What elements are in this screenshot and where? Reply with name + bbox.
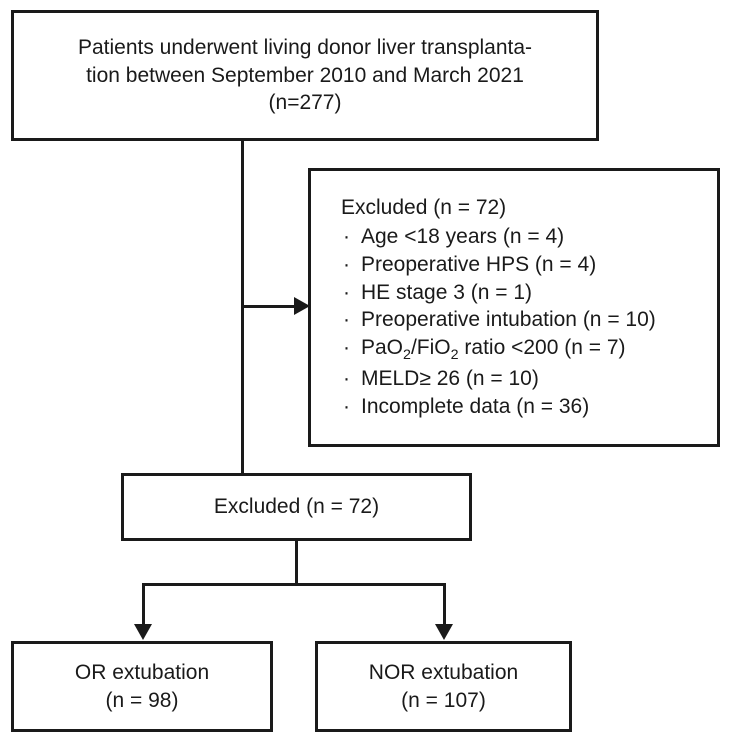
connector-split-trunk [295,541,298,586]
list-item: · Incomplete data (n = 36) [341,393,656,421]
subscript-2-fio2: 2 [450,347,459,364]
enrolled-line-2: tion between September 2010 and March 20… [86,63,524,87]
bullet-icon: · [343,225,350,249]
nor-group-line-1: NOR extubation [368,660,519,684]
list-item: · HE stage 3 (n = 1) [341,279,656,307]
excluded-reason-list: · Age <18 years (n = 4) · Preoperative HPS… [341,223,656,420]
reason-text: Preoperative intubation (n = 10) [361,308,656,332]
reason-text: HE stage 3 (n = 1) [361,280,533,304]
or-group-line-1: OR extubation [74,660,210,684]
node-enrolled-cohort: Patients underwent living donor liver tr… [11,10,599,141]
list-item: · Preoperative HPS (n = 4) [341,251,656,279]
bullet-icon: · [343,280,350,304]
excluded-summary-label: Excluded (n = 72) [213,495,380,519]
bullet-icon: · [343,308,350,332]
arrowhead-nor-group [435,624,453,640]
connector-split-left [142,583,145,630]
excluded-detail-title: Excluded (n = 72) [341,196,507,220]
enrolled-line-3: (n=277) [268,91,342,115]
nor-group-line-2: (n = 107) [401,688,486,712]
or-group-line-2: (n = 98) [105,688,179,712]
bullet-icon: · [343,367,350,391]
reason-text: Age <18 years (n = 4) [361,225,565,249]
reason-text: Preoperative HPS (n = 4) [361,252,597,276]
node-excluded-detail: Excluded (n = 72) · Age <18 years (n = 4)… [308,168,720,447]
node-excluded-summary: Excluded (n = 72) [121,473,472,541]
arrowhead-excluded-branch [294,297,310,315]
connector-excluded-branch [241,305,296,308]
enrolled-line-1: Patients underwent living donor liver tr… [77,35,533,59]
reason-text-mid: /FiO [410,336,451,360]
list-item: · Preoperative intubation (n = 10) [341,306,656,334]
reason-text-after: ratio <200 (n = 7) [458,336,626,360]
bullet-icon: · [343,336,350,360]
reason-text-pao2: PaO [361,336,404,360]
list-item: · Age <18 years (n = 4) [341,223,656,251]
node-or-extubation: OR extubation (n = 98) [11,641,273,732]
list-item: ·PaO2/FiO2 ratio <200 (n = 7) [341,334,656,365]
bullet-icon: · [343,252,350,276]
subscript-2-pao2: 2 [403,347,411,364]
list-item: · MELD≥ 26 (n = 10) [341,365,656,393]
bullet-icon: · [343,394,350,418]
connector-split-crossbar [142,583,446,586]
node-nor-extubation: NOR extubation (n = 107) [315,641,572,732]
reason-text: Incomplete data (n = 36) [361,394,590,418]
connector-split-right [443,583,446,630]
reason-text: MELD≥ 26 (n = 10) [361,367,539,391]
arrowhead-or-group [134,624,152,640]
